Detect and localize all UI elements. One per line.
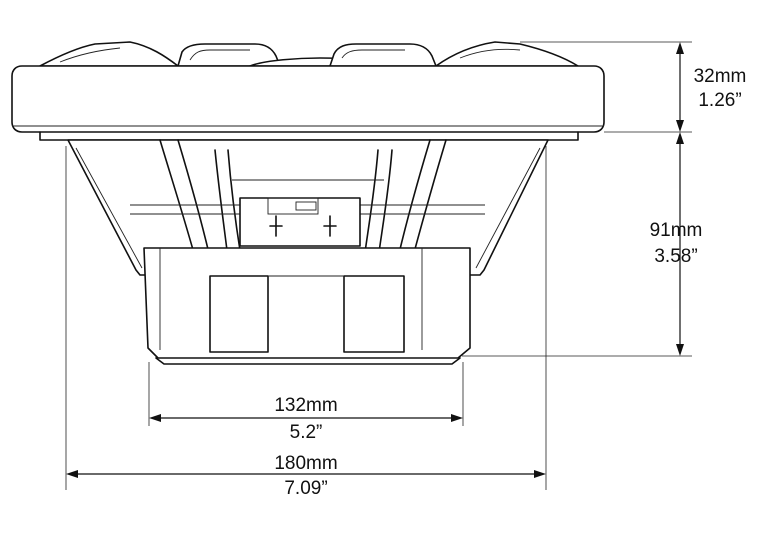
top-height-imperial: 1.26” <box>698 90 741 111</box>
dimension-magnet-width: 132mm 5.2” <box>149 395 463 443</box>
magnet-width-imperial: 5.2” <box>290 422 323 443</box>
dimension-basket-width: 180mm 7.09” <box>66 453 546 499</box>
grille-top <box>30 41 590 67</box>
magnet <box>143 247 471 365</box>
extension-lines <box>65 41 692 490</box>
magnet-width-metric: 132mm <box>274 395 337 416</box>
basket-width-imperial: 7.09” <box>284 478 327 499</box>
dimension-mounting-depth: 91mm 3.58” <box>650 132 703 356</box>
mounting-depth-metric: 91mm <box>650 220 703 241</box>
dimension-top-height: 32mm 1.26” <box>676 42 746 132</box>
basket-width-metric: 180mm <box>274 453 337 474</box>
top-height-metric: 32mm <box>694 66 747 87</box>
mounting-depth-imperial: 3.58” <box>654 246 697 267</box>
mounting-ring <box>11 65 605 141</box>
